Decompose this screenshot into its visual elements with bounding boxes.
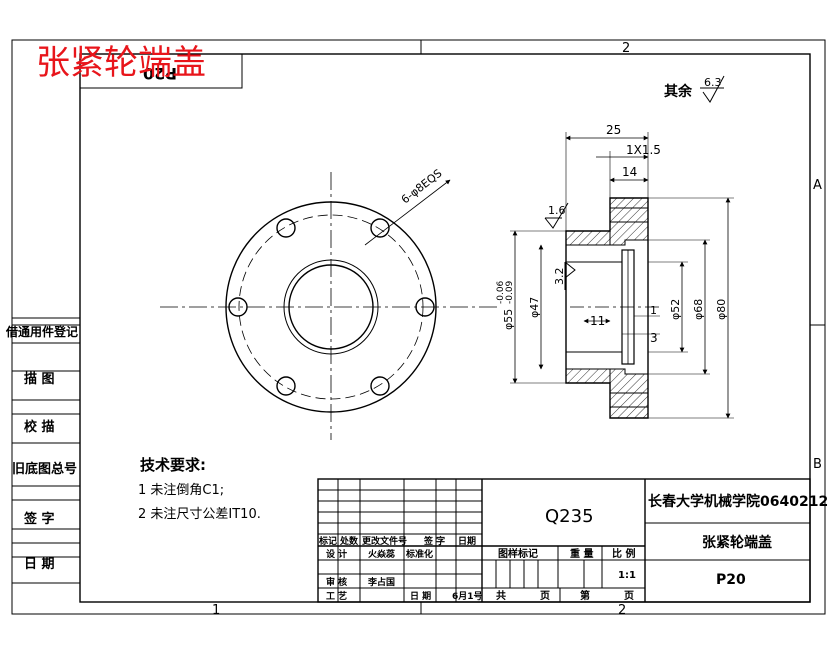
svg-text:签 字: 签 字 — [423, 535, 445, 547]
dim-d52: φ52 — [669, 299, 682, 320]
drawing-number: P20 — [716, 572, 746, 588]
svg-text:设 计: 设 计 — [326, 548, 347, 560]
svg-text:重 量: 重 量 — [570, 547, 593, 560]
svg-text:图样标记: 图样标记 — [498, 547, 538, 560]
svg-text:6.3: 6.3 — [704, 76, 722, 89]
title-block-text: Q235 长春大学机械学院0640212 张紧轮端盖 P20 标记 处数 更改文… — [318, 493, 828, 602]
svg-text:日期: 日期 — [458, 535, 476, 547]
dim-d47: φ47 — [528, 297, 541, 318]
svg-text:共: 共 — [496, 589, 506, 602]
dim-25: 25 — [606, 123, 621, 137]
svg-text:页: 页 — [624, 590, 634, 602]
zone-mark-A: A — [813, 178, 822, 193]
dim-groove-3: 3 — [650, 331, 658, 345]
part-name: 张紧轮端盖 — [702, 534, 772, 551]
left-label-2: 校 描 — [24, 419, 55, 435]
roughness-bore: 3.2 — [553, 268, 566, 286]
left-label-1: 描 图 — [24, 371, 55, 387]
svg-text:更改文件号: 更改文件号 — [362, 535, 407, 547]
material: Q235 — [545, 506, 594, 527]
title-block — [317, 478, 811, 603]
svg-text:标记: 标记 — [318, 535, 337, 547]
left-label-0: 借通用件登记 — [5, 324, 78, 339]
svg-text:审 核: 审 核 — [326, 576, 347, 588]
tech-notes-title: 技术要求: — [140, 456, 206, 474]
bolt-holes — [228, 218, 435, 396]
svg-text:工 艺: 工 艺 — [326, 590, 347, 602]
svg-text:日 期: 日 期 — [410, 590, 431, 602]
red-title: 张紧轮端盖 — [36, 43, 206, 83]
zone-mark-B: B — [813, 457, 822, 472]
general-roughness-note: 其余 6.3 — [664, 75, 725, 103]
front-view — [160, 172, 500, 440]
roughness-face: 1.6 — [548, 204, 566, 217]
section-view — [510, 132, 734, 419]
left-record-column: 借通用件登记 描 图 校 描 旧底图总号 签 字 日 期 — [5, 317, 81, 584]
svg-text:比 例: 比 例 — [612, 547, 635, 560]
zone-mark-top-2: 2 — [622, 41, 630, 56]
school-name: 长春大学机械学院0640212 — [648, 493, 828, 510]
svg-text:1:1: 1:1 — [618, 570, 636, 581]
zone-mark-bottom-1: 1 — [212, 603, 220, 618]
tech-note-2: 2 未注尺寸公差IT10. — [138, 507, 261, 522]
hole-callout: 6-φ8EQS — [399, 167, 445, 207]
left-label-5: 日 期 — [24, 557, 55, 572]
svg-text:其余: 其余 — [664, 83, 693, 100]
svg-text:第: 第 — [580, 589, 590, 602]
left-label-4: 签 字 — [23, 511, 55, 527]
dim-d80: φ80 — [715, 299, 728, 320]
dim-groove-1: 1 — [650, 304, 657, 317]
svg-text:6月1号: 6月1号 — [452, 591, 483, 602]
zone-mark-bottom-2: 2 — [618, 603, 626, 618]
mirrored-code: P20 — [143, 64, 177, 83]
dim-d68: φ68 — [692, 299, 705, 320]
outer-border — [11, 39, 826, 615]
code-box — [79, 53, 243, 89]
dim-14: 14 — [622, 165, 637, 179]
tol-lower: -0.09 — [505, 280, 515, 304]
dim-d55: φ55 — [502, 309, 515, 330]
dim-1x15: 1X1.5 — [626, 143, 661, 157]
svg-text:标准化: 标准化 — [405, 548, 433, 560]
svg-text:火焱蕊: 火焱蕊 — [368, 548, 395, 560]
svg-text:处数: 处数 — [339, 535, 359, 547]
tol-upper: -0.06 — [496, 280, 506, 304]
left-label-3: 旧底图总号 — [12, 461, 77, 477]
tech-note-1: 1 未注倒角C1; — [138, 483, 224, 498]
svg-text:李占国: 李占国 — [367, 576, 395, 588]
svg-text:页: 页 — [540, 590, 550, 602]
dim-11: 11 — [590, 314, 605, 328]
